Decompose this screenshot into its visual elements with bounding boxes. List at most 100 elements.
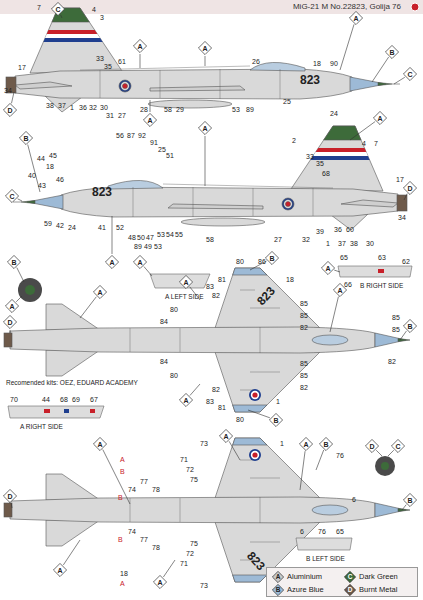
callout-number: 72 (186, 466, 194, 473)
leader-line (112, 216, 113, 254)
color-callout-diamond: A (198, 41, 212, 55)
color-code-letter: B (269, 417, 283, 424)
diamond-shape (93, 285, 106, 298)
callout-number: 61 (118, 58, 126, 65)
color-code-letter: A (333, 287, 347, 294)
callout-number: 58 (206, 236, 214, 243)
color-callout-diamond: B (385, 45, 399, 59)
diamond-shape (153, 575, 166, 588)
legend-text: Dark Green (359, 573, 398, 581)
leader-line (190, 384, 200, 396)
swatch-fill (344, 571, 355, 582)
diamond-shape (93, 437, 106, 450)
callout-number: 28 (140, 106, 148, 113)
callout-number: 69 (72, 396, 80, 403)
callout-number: 82 (212, 292, 220, 299)
legend-swatch: D (344, 584, 356, 596)
color-code-letter: A (198, 45, 212, 52)
callout-number: 76 (336, 452, 344, 459)
leader-line (394, 77, 405, 84)
callout-number: 18 (286, 276, 294, 283)
callout-number: 32 (89, 104, 97, 111)
callout-number: 56 (116, 132, 124, 139)
color-callout-diamond: A (179, 393, 193, 407)
color-code-letter: A (179, 279, 193, 286)
callout-number: 37 (58, 102, 66, 109)
color-code-letter: B (403, 323, 417, 330)
callout-number: 44 (37, 155, 45, 162)
diamond-shape (51, 2, 64, 15)
diamond-shape (5, 189, 18, 202)
callout-number: 35 (316, 160, 324, 167)
callout-number: 33 (96, 55, 104, 62)
callout-number: 55 (175, 231, 183, 238)
diamond-shape (365, 439, 378, 452)
leader-line (402, 505, 406, 510)
callout-number: 17 (396, 176, 404, 183)
legend-swatch: A (272, 571, 284, 583)
diamond-shape (198, 41, 211, 54)
color-callout-diamond: C (5, 189, 19, 203)
color-callout-diamond: A (373, 111, 387, 125)
callout-number: 54 (166, 231, 174, 238)
callout-number: 84 (160, 358, 168, 365)
color-callout-diamond: B (319, 437, 333, 451)
callout-number: 29 (176, 106, 184, 113)
callout-number: 36 (334, 226, 342, 233)
color-code-letter: A (133, 259, 147, 266)
callout-number: A LEFT SIDE (165, 294, 204, 301)
leader-line (404, 194, 407, 200)
callout-number: 85 (300, 372, 308, 379)
color-code-letter: B (385, 49, 399, 56)
callout-number: A (120, 456, 125, 463)
color-callout-diamond: B (7, 255, 21, 269)
leader-line (11, 92, 14, 103)
callout-number: 25 (283, 98, 291, 105)
diamond-shape (333, 283, 346, 296)
callout-number: 49 (144, 243, 152, 250)
leader-line (80, 297, 96, 318)
callout-number: 30 (366, 240, 374, 247)
leader-line (61, 15, 62, 18)
leader-line (163, 560, 175, 577)
callout-number: 24 (330, 110, 338, 117)
color-callout-diamond: A (93, 285, 107, 299)
leader-line (144, 267, 152, 276)
color-callout-diamond: A (179, 275, 193, 289)
callout-number: 85 (392, 326, 400, 333)
callout-number: 40 (28, 172, 36, 179)
callout-number: 53 (154, 243, 162, 250)
callout-number: 85 (392, 314, 400, 321)
diamond-shape (349, 11, 362, 24)
leader-line (400, 331, 407, 340)
leader-line (229, 441, 240, 460)
callout-number: 7 (37, 4, 41, 11)
diamond-shape (219, 429, 232, 442)
callout-number: 66 (344, 281, 352, 288)
diamond-shape (133, 39, 146, 52)
diamond-shape (7, 255, 20, 268)
color-code-letter: D (3, 107, 17, 114)
diamond-shape (3, 103, 16, 116)
color-code-letter: C (403, 71, 417, 78)
callout-number: 78 (152, 544, 160, 551)
diamond-shape (319, 437, 332, 450)
callout-number: 72 (186, 550, 194, 557)
color-code-letter: C (51, 6, 65, 13)
diamond-shape (5, 299, 18, 312)
callout-number: 32 (302, 236, 310, 243)
color-code-letter: A (53, 567, 67, 574)
color-code-letter: A (93, 289, 107, 296)
leader-line (205, 136, 206, 186)
callout-number: 71 (180, 560, 188, 567)
callout-number: 58 (164, 106, 172, 113)
callout-number: 83 (206, 398, 214, 405)
callout-number: 4 (92, 6, 96, 13)
callout-number: 68 (60, 396, 68, 403)
callout-number: 74 (128, 528, 136, 535)
diamond-shape (3, 315, 16, 328)
callout-number: 65 (340, 254, 348, 261)
sheet-title: MiG-21 M No.22823, Golija 76 (293, 3, 401, 11)
callout-number: 70 (10, 396, 18, 403)
